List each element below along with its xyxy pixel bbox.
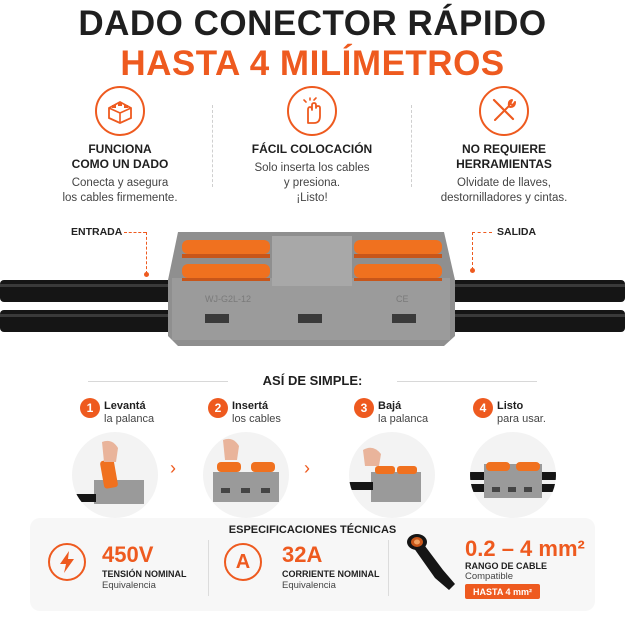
connector-image: WJ-G2L-12 CE (0, 232, 625, 346)
step-number: 2 (208, 398, 228, 418)
main-title: DADO CONECTOR RÁPIDO (78, 4, 547, 43)
feature-divider (212, 105, 213, 187)
hand-icon (287, 86, 337, 136)
range-sub: Compatible (465, 571, 514, 582)
step-number: 4 (473, 398, 493, 418)
lightning-icon (48, 543, 86, 581)
step-2-image (203, 432, 289, 518)
range-label: RANGO DE CABLE (465, 561, 548, 571)
section-line (88, 381, 228, 382)
current-sub: Equivalencia (282, 580, 336, 591)
input-pointer-dot (144, 272, 149, 277)
input-label: ENTRADA (71, 226, 123, 238)
range-value: 0.2 – 4 mm² (465, 536, 585, 561)
step-1-image (72, 432, 158, 518)
connector-model-text: WJ-G2L-12 (205, 294, 251, 304)
chevron-right-icon: › (304, 458, 310, 478)
feature-easy-install: FÁCIL COLOCACIÓN Solo inserta los cables… (212, 86, 412, 206)
step-3-image (349, 432, 435, 518)
ce-mark: CE (396, 294, 409, 304)
specs-title: ESPECIFICACIONES TÉCNICAS (228, 524, 397, 536)
main-subtitle: HASTA 4 MILÍMETROS (120, 44, 505, 83)
section-line (397, 381, 537, 382)
step-number: 3 (354, 398, 374, 418)
current-value: 32A (282, 542, 323, 567)
input-pointer-line (124, 232, 146, 233)
feature-divider (411, 105, 412, 187)
feature-heading: FÁCIL COLOCACIÓN (251, 142, 373, 156)
range-badge: HASTA 4 mm² (465, 584, 540, 599)
spec-divider (208, 540, 209, 596)
step-4-image (470, 432, 556, 518)
chevron-right-icon: › (170, 458, 176, 478)
spec-divider (388, 540, 389, 596)
input-pointer-line (146, 232, 147, 274)
connector-icon (95, 86, 145, 136)
output-pointer-line (472, 232, 492, 233)
output-pointer-dot (470, 268, 475, 273)
voltage-sub: Equivalencia (102, 580, 156, 591)
current-label: CORRIENTE NOMINAL (282, 569, 380, 579)
output-label: SALIDA (497, 226, 537, 238)
voltage-label: TENSIÓN NOMINAL (102, 569, 187, 579)
voltage-value: 450V (102, 542, 154, 567)
tools-icon (479, 86, 529, 136)
step-number: 1 (80, 398, 100, 418)
output-pointer-line (472, 232, 473, 270)
cable-cross-section-icon (405, 534, 457, 592)
steps-title: ASÍ DE SIMPLE: (262, 373, 363, 388)
ampere-icon: A (224, 543, 262, 581)
feature-description: Olvidate de llaves,destornilladores y ci… (440, 177, 568, 204)
